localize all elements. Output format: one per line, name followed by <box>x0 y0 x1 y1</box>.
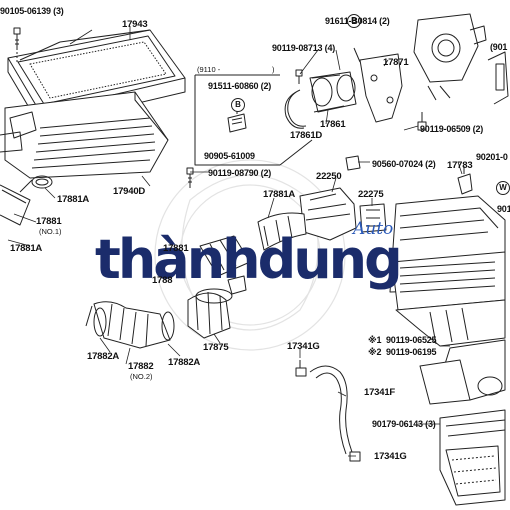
part-label: 17341G <box>287 341 320 352</box>
part-label: 22250 <box>316 171 342 182</box>
part-label: 17940D <box>113 186 146 197</box>
bolt-90119-08790 <box>186 167 194 188</box>
part-marker: ※2 <box>368 347 382 357</box>
hose-17881-mid <box>199 235 251 277</box>
box-label: (9110 - <box>197 65 221 74</box>
circle-marker-b: B <box>347 14 361 28</box>
watermark-auto: Auto <box>353 219 394 239</box>
part-label: 17871 <box>383 57 409 68</box>
throttle-body <box>413 13 509 105</box>
part-label: 90119-06525 <box>386 335 437 345</box>
watermark-brand: thànhdung <box>95 228 403 291</box>
part-label: 17882A <box>168 357 201 368</box>
part-label: 17875 <box>203 342 229 353</box>
part-label: 90560-07024 (2) <box>372 159 436 169</box>
watermark-logo: thànhdung Auto <box>95 221 405 293</box>
part-label: 17943 <box>122 19 148 30</box>
part-label: 17861D <box>290 130 323 141</box>
circle-marker-b: B <box>231 98 245 112</box>
part-label: 1788 <box>152 275 173 286</box>
part-label: 17882A <box>87 351 120 362</box>
grommet-90560 <box>345 155 361 171</box>
circle-marker-w: W <box>496 181 510 195</box>
intake-hose-22250 <box>257 187 387 251</box>
part-label: 90905-61009 <box>204 151 255 161</box>
sensor-detail-box <box>194 74 313 166</box>
part-label: 90119-08790 (2) <box>208 168 272 178</box>
part-label: 17881A <box>10 243 43 254</box>
air-cleaner-case <box>389 195 506 405</box>
part-label: 17783 <box>447 160 473 171</box>
intake-resonator <box>0 91 169 179</box>
part-label: 22275 <box>358 189 384 200</box>
part-label: 90201-0 <box>476 152 508 162</box>
part-label: 17881 <box>163 243 189 254</box>
background-emblem <box>154 159 346 351</box>
part-label: 17861 <box>320 119 346 130</box>
part-label: 90119-06509 (2) <box>420 124 484 134</box>
part-label: (901 <box>490 42 508 52</box>
part-label: 17882 <box>128 361 154 372</box>
hose-17875 <box>187 275 247 339</box>
leader-lines <box>7 26 463 457</box>
bracket-17871 <box>353 47 403 123</box>
part-label: 17881 <box>36 216 62 227</box>
part-label: 90179-06143 (3) <box>372 419 436 429</box>
part-label: 90105-06139 (3) <box>0 6 64 16</box>
part-label: 17341G <box>374 451 407 462</box>
part-label: 90119-06195 <box>386 347 437 357</box>
part-label: 901 <box>497 204 510 214</box>
part-marker: ※1 <box>368 335 382 345</box>
part-label: 17881A <box>263 189 296 200</box>
hose-17881-no1 <box>0 175 53 226</box>
lower-resonator-box <box>439 409 506 506</box>
box-label-close: ) <box>272 65 275 74</box>
clip-17783 <box>457 166 473 195</box>
hose-17341f <box>295 360 361 462</box>
part-sublabel: (NO.2) <box>130 372 153 381</box>
part-label: 17881A <box>57 194 90 205</box>
part-label: 91511-60860 (2) <box>208 81 272 91</box>
air-cleaner-lid <box>7 29 186 127</box>
air-flow-meter <box>284 69 357 129</box>
hose-17882 <box>85 301 175 349</box>
bolt-90105 <box>13 27 21 62</box>
part-label: 91611-B0814 (2) <box>325 16 390 26</box>
part-label: 17341F <box>364 387 396 398</box>
part-label: 90119-08713 (4) <box>272 43 336 53</box>
part-sublabel: (NO.1) <box>39 227 62 236</box>
bolt-90119-06509 <box>417 112 427 131</box>
